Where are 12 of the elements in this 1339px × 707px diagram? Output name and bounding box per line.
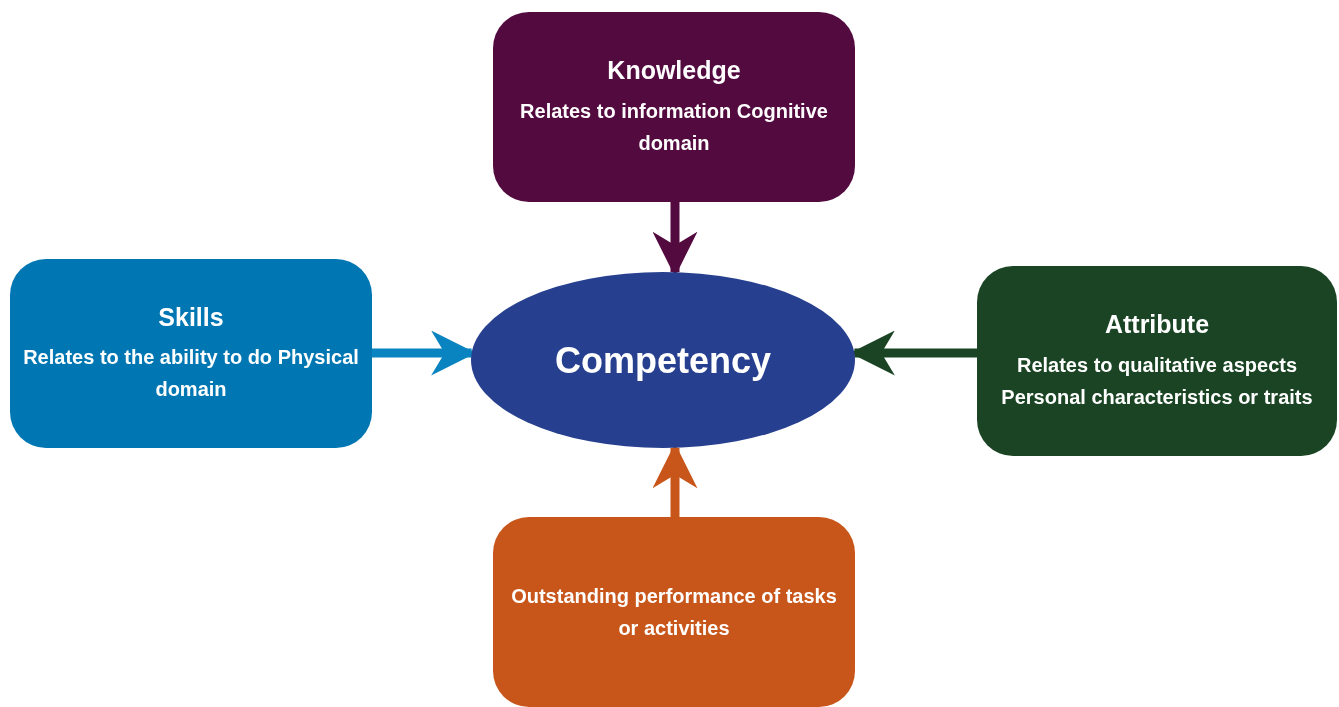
- box-title: Knowledge: [607, 55, 741, 87]
- category-box: [493, 12, 855, 202]
- category-box: [10, 259, 372, 448]
- box-description: Relates to qualitative aspects Personal characteristics or traits: [1000, 352, 1314, 410]
- box-title: Skills: [158, 301, 224, 333]
- center-title: Competency: [554, 338, 772, 383]
- category-box: [493, 517, 855, 707]
- category-box: [977, 266, 1337, 456]
- box-description: Relates to the ability to do Physical domain: [22, 345, 360, 403]
- box-description: Relates to information Cognitive domain: [519, 98, 829, 156]
- box-title: Attribute: [1104, 309, 1210, 341]
- box-description: Outstanding performance of tasks or activities: [510, 584, 838, 641]
